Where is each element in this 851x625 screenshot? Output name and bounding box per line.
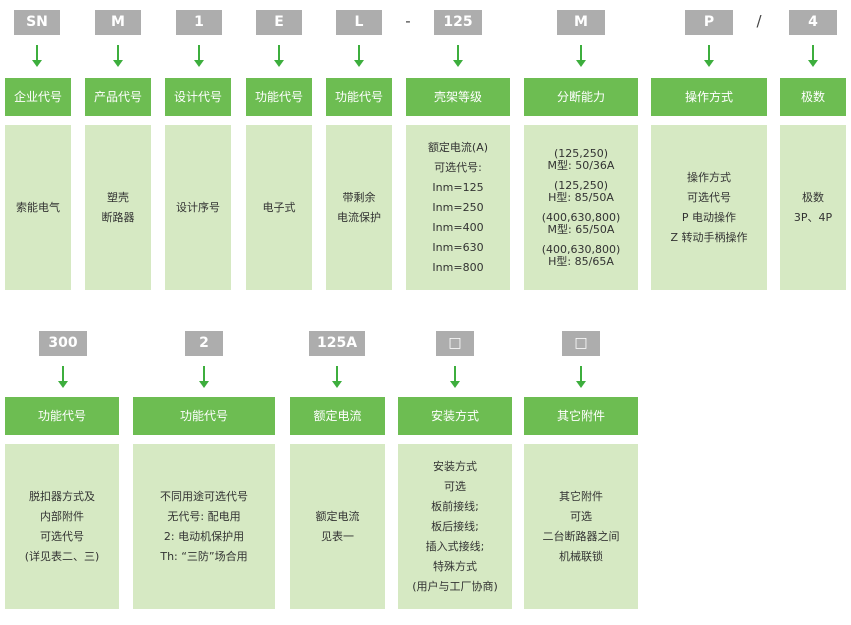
arrow-down-icon [194, 45, 204, 67]
desc-function-code-l: 带剩余 电流保护 [326, 125, 392, 290]
arrow-down-icon [576, 45, 586, 67]
label-other-accessories: 其它附件 [524, 397, 638, 435]
label-function-code-l: 功能代号 [326, 78, 392, 116]
label-function-code-300: 功能代号 [5, 397, 119, 435]
code-4-poles: 4 [789, 10, 837, 35]
arrow-down-icon [274, 45, 284, 67]
arrow-down-icon [332, 366, 342, 388]
arrow-down-icon [113, 45, 123, 67]
code-m-product: M [95, 10, 141, 35]
desc-frame-grade: 额定电流(A) 可选代号: Inm=125 Inm=250 Inm=400 In… [406, 125, 510, 290]
code-e-function: E [256, 10, 302, 35]
label-breaking-capacity: 分断能力 [524, 78, 638, 116]
code-p-operation: P [685, 10, 733, 35]
arrow-down-icon [576, 366, 586, 388]
desc-design-code: 设计序号 [165, 125, 231, 290]
label-installation-mode: 安装方式 [398, 397, 512, 435]
code-l-function: L [336, 10, 382, 35]
desc-operation-mode: 操作方式 可选代号 P 电动操作 Z 转动手柄操作 [651, 125, 767, 290]
desc-function-code-300: 脱扣器方式及 内部附件 可选代号 (详见表二、三) [5, 444, 119, 609]
code-2-function: 2 [185, 331, 223, 356]
label-rated-current: 额定电流 [290, 397, 385, 435]
arrow-down-icon [704, 45, 714, 67]
code-1-design: 1 [176, 10, 222, 35]
arrow-down-icon [354, 45, 364, 67]
label-poles: 极数 [780, 78, 846, 116]
label-product-code: 产品代号 [85, 78, 151, 116]
code-300-function: 300 [39, 331, 87, 356]
arrow-down-icon [58, 366, 68, 388]
desc-poles: 极数 3P、4P [780, 125, 846, 290]
desc-other-accessories: 其它附件 可选 二台断路器之间 机械联锁 [524, 444, 638, 609]
desc-installation-mode: 安装方式 可选 板前接线; 板后接线; 插入式接线; 特殊方式 (用户与工厂协商… [398, 444, 512, 609]
label-frame-grade: 壳架等级 [406, 78, 510, 116]
label-design-code: 设计代号 [165, 78, 231, 116]
arrow-down-icon [450, 366, 460, 388]
label-operation-mode: 操作方式 [651, 78, 767, 116]
code-installation: □ [436, 331, 474, 356]
code-sn: SN [14, 10, 60, 35]
code-125-frame: 125 [434, 10, 482, 35]
arrow-down-icon [808, 45, 818, 67]
desc-function-code-e: 电子式 [246, 125, 312, 290]
label-enterprise-code: 企业代号 [5, 78, 71, 116]
label-function-code-e: 功能代号 [246, 78, 312, 116]
code-m-breaking: M [557, 10, 605, 35]
arrow-down-icon [199, 366, 209, 388]
desc-enterprise-code: 索能电气 [5, 125, 71, 290]
arrow-down-icon [32, 45, 42, 67]
desc-breaking-capacity: (125,250) M型: 50/36A (125,250) H型: 85/50… [524, 125, 638, 290]
label-function-code-2: 功能代号 [133, 397, 275, 435]
code-accessories: □ [562, 331, 600, 356]
arrow-down-icon [453, 45, 463, 67]
desc-rated-current: 额定电流 见表一 [290, 444, 385, 609]
desc-function-code-2: 不同用途可选代号 无代号: 配电用 2: 电动机保护用 Th: “三防”场合用 [133, 444, 275, 609]
desc-product-code: 塑壳 断路器 [85, 125, 151, 290]
separator-dash: - [405, 12, 411, 30]
code-125a-current: 125A [309, 331, 365, 356]
separator-slash: / [756, 12, 762, 30]
